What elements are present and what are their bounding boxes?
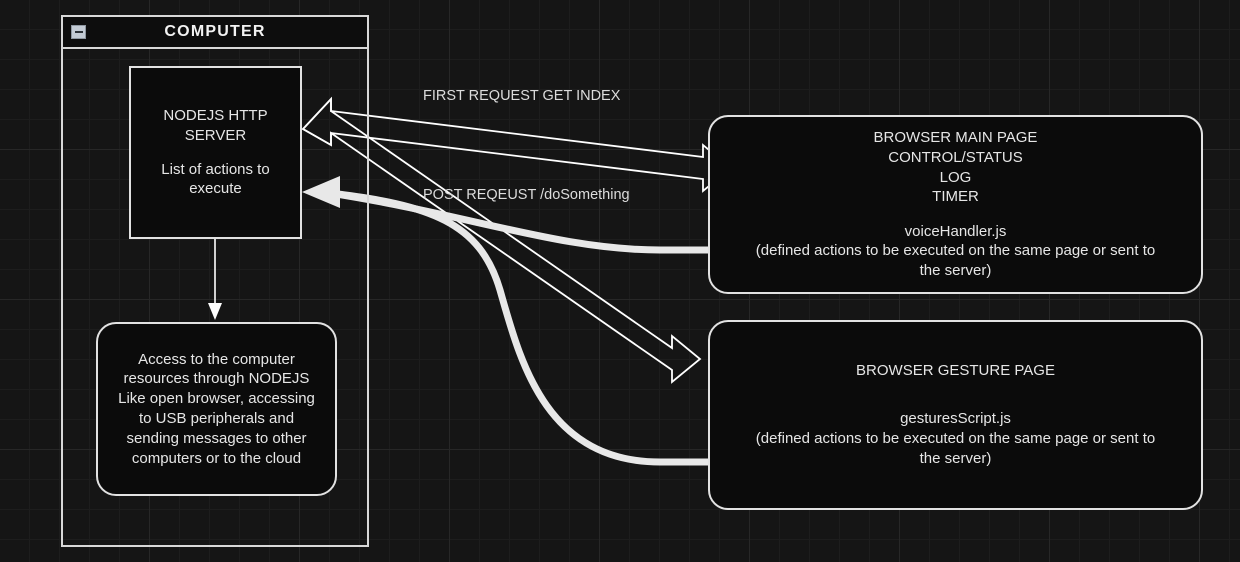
server-line-3: List of actions to [161, 160, 270, 178]
edge-label-post-request: POST REQEUST /doSomething [423, 187, 630, 203]
main-line-7: the server) [919, 262, 992, 280]
server-text-spacer [137, 145, 294, 159]
server-line-4: execute [189, 180, 242, 198]
main-text-spacer [716, 207, 1195, 221]
main-line-3: LOG [939, 168, 972, 186]
minimize-icon[interactable] [71, 25, 86, 39]
main-line-2: CONTROL/STATUS [888, 148, 1023, 166]
access-line-1: Access to the computer [138, 350, 295, 368]
minimize-icon-bar [74, 31, 83, 33]
node-nodejs-http-server[interactable]: NODEJS HTTP SERVER List of actions to ex… [129, 66, 302, 239]
gesture-line-4: the server) [919, 450, 992, 468]
node-computer-resources-access-text: Access to the computer resources through… [98, 350, 335, 469]
main-line-6: (defined actions to be executed on the s… [755, 242, 1156, 260]
main-line-1: BROWSER MAIN PAGE [873, 129, 1038, 147]
gesture-text-spacer-1 [716, 381, 1195, 395]
access-line-2: resources through NODEJS [123, 370, 310, 388]
gesture-text-spacer-2 [716, 395, 1195, 409]
computer-title-label: COMPUTER [164, 23, 266, 40]
server-line-1: NODEJS HTTP [163, 106, 268, 124]
gesture-line-1: BROWSER GESTURE PAGE [856, 362, 1055, 380]
node-computer-resources-access[interactable]: Access to the computer resources through… [96, 322, 337, 496]
access-line-5: sending messages to other [126, 429, 307, 447]
gesture-line-3: (defined actions to be executed on the s… [755, 430, 1156, 448]
main-line-5: voiceHandler.js [904, 222, 1007, 240]
gesture-line-2: gesturesScript.js [900, 410, 1011, 428]
edge-label-first-request: FIRST REQUEST GET INDEX [423, 88, 621, 104]
access-line-3: Like open browser, accessing [118, 390, 315, 408]
access-line-6: computers or to the cloud [131, 449, 302, 467]
main-line-4: TIMER [932, 188, 979, 206]
computer-title-bar: COMPUTER [61, 15, 369, 49]
node-nodejs-http-server-text: NODEJS HTTP SERVER List of actions to ex… [131, 106, 300, 199]
node-browser-gesture-page-text: BROWSER GESTURE PAGE gesturesScript.js (… [710, 361, 1201, 469]
node-browser-main-page-text: BROWSER MAIN PAGE CONTROL/STATUS LOG TIM… [710, 128, 1201, 281]
access-line-4: to USB peripherals and [138, 410, 295, 427]
node-browser-main-page[interactable]: BROWSER MAIN PAGE CONTROL/STATUS LOG TIM… [708, 115, 1203, 294]
edge-responses-to-server [329, 189, 708, 466]
node-browser-gesture-page[interactable]: BROWSER GESTURE PAGE gesturesScript.js (… [708, 320, 1203, 510]
server-line-2: SERVER [184, 126, 247, 144]
